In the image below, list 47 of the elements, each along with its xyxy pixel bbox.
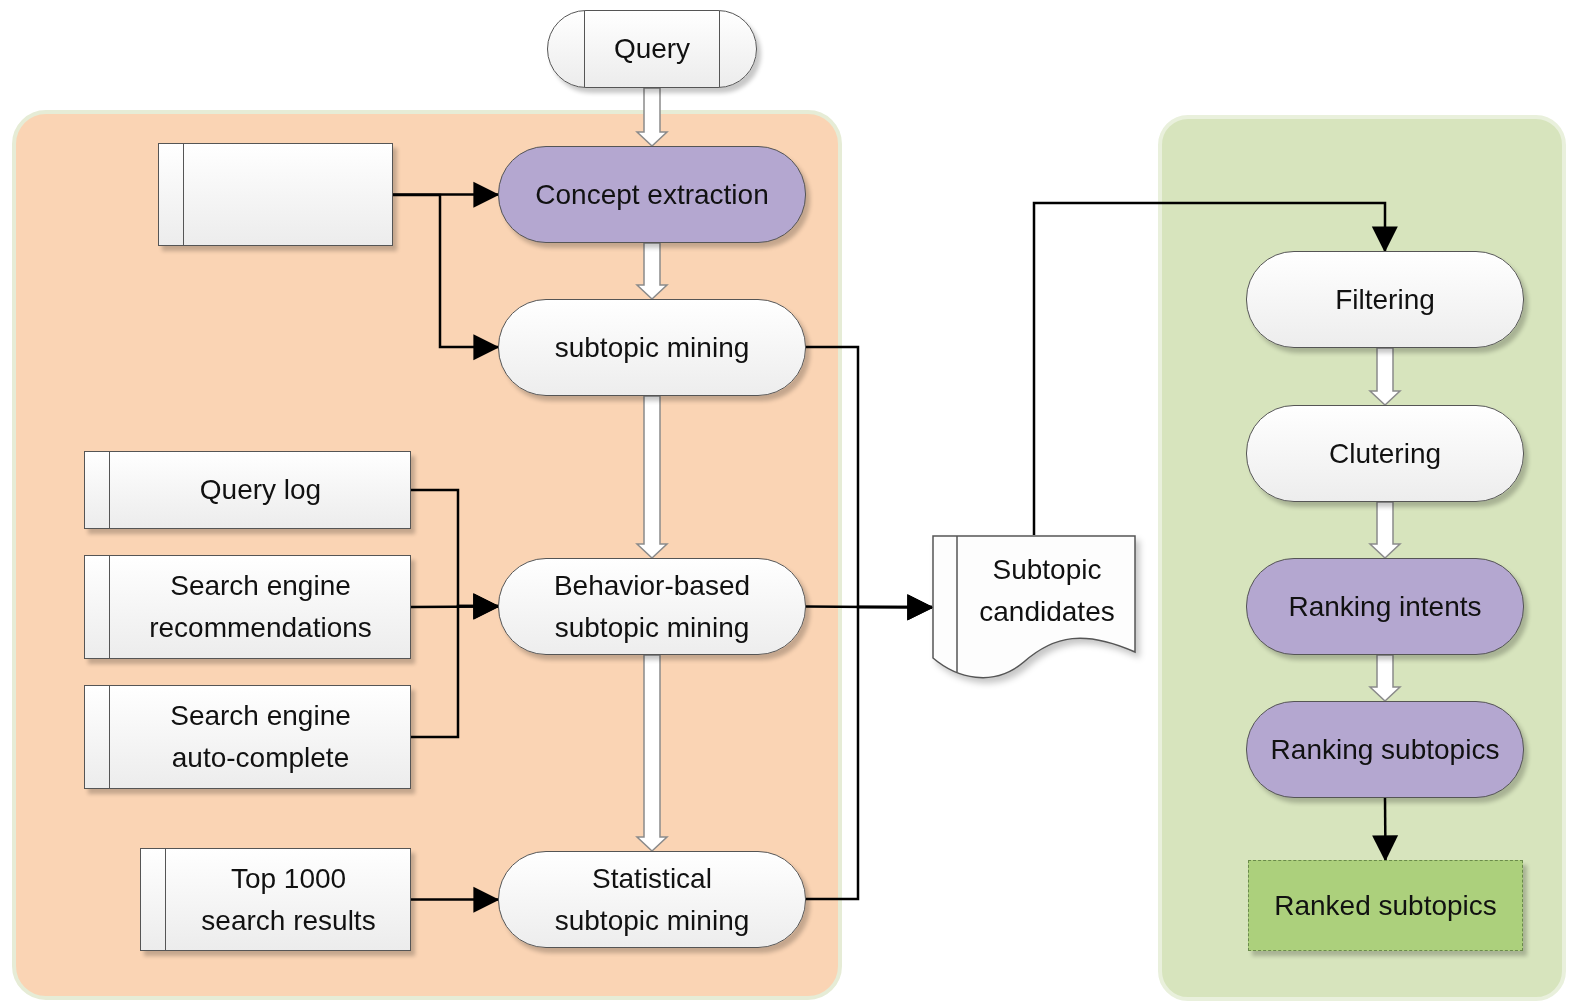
data-source-box [84,685,411,789]
arrow [393,181,500,208]
data-source-box [84,451,411,529]
node-label: Search engine auto-complete [169,699,352,775]
arrow [393,193,500,361]
node-label: Top 1000 search results [200,861,377,938]
group-panel [1158,115,1566,1001]
block-arrow [635,654,669,853]
block-arrow [1368,347,1402,407]
node-label: Query [612,32,692,66]
node-label: Ranked subtopics [1273,888,1498,923]
node-label: Concept extraction [534,177,770,212]
process-pill [1246,405,1524,502]
node-label: Clutering [1327,436,1443,471]
node-label: Query log [198,473,323,507]
node-label: Statistical subtopic mining [553,861,751,938]
arrow [1372,798,1399,862]
node-label: Filtering [1334,282,1436,317]
output-box [1248,860,1523,951]
node-label: Ranking subtopics [1269,732,1501,767]
arrow [411,886,500,913]
data-source-box [84,555,411,659]
process-pill [1246,701,1524,798]
document-shape [932,535,1136,680]
block-arrow [1368,654,1402,703]
arrow [1032,201,1398,535]
process-pill [498,851,806,948]
group-panel [12,110,842,1000]
source-box [158,143,393,246]
terminator-shape [547,10,757,88]
process-pill [498,558,806,655]
node-label: Behavior-based subtopic mining [552,568,752,645]
block-arrow [1368,501,1402,560]
node-label: Subtopic candidates [978,552,1116,629]
process-pill [1246,558,1524,655]
node-label: Ranking intents [1287,589,1483,624]
process-pill [1246,251,1524,348]
block-arrow [635,87,669,148]
block-arrow [635,395,669,560]
block-arrow [635,242,669,301]
node-label: subtopic mining [553,330,751,365]
arrow [806,594,934,901]
arrow [411,593,500,739]
process-pill [498,299,806,396]
process-pill [498,146,806,243]
node-label: Search engine recommendations [148,569,373,645]
data-source-box [140,848,411,951]
